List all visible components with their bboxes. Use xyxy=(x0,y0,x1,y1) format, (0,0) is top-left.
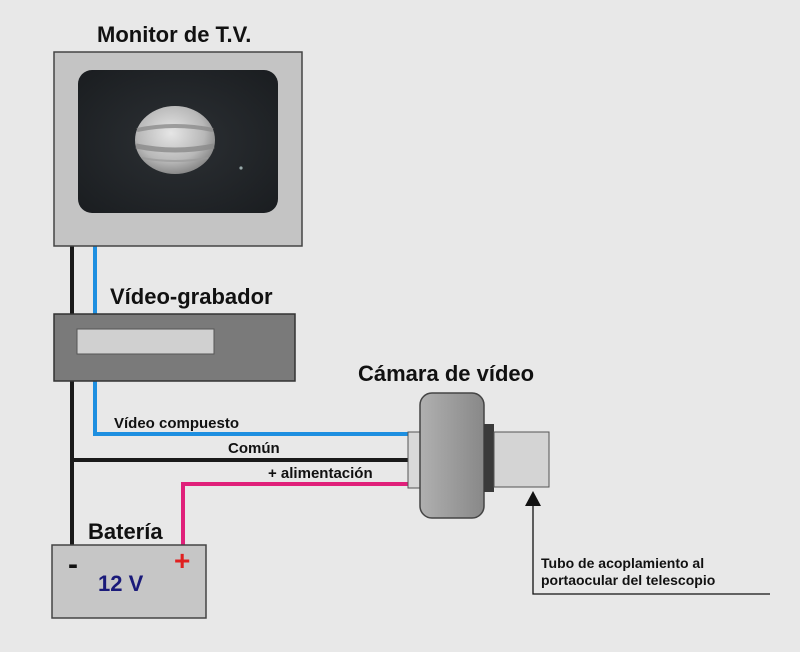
jupiter-image xyxy=(135,106,243,174)
battery-label: Batería xyxy=(88,519,163,544)
battery-voltage: 12 V xyxy=(98,571,144,596)
wires xyxy=(70,246,408,545)
arrow-up-icon xyxy=(525,491,541,506)
battery-plus-sign: + xyxy=(174,545,190,576)
coupling-tube xyxy=(493,431,550,488)
battery-minus-sign: - xyxy=(68,548,78,581)
monitor-label: Monitor de T.V. xyxy=(97,22,251,47)
tv-monitor xyxy=(53,51,303,247)
recorder-label: Vídeo-grabador xyxy=(110,284,273,309)
common-wire xyxy=(70,246,408,545)
common-cable-label: Común xyxy=(228,440,280,457)
recorder-tape-slot xyxy=(76,328,215,355)
tube-pointer xyxy=(525,491,770,595)
video-recorder xyxy=(53,313,296,382)
camera-label: Cámara de vídeo xyxy=(358,361,534,386)
power-wire xyxy=(181,482,408,545)
video-camera xyxy=(407,392,550,519)
power-cable-label: + alimentación xyxy=(268,465,373,482)
video-cable-label: Vídeo compuesto xyxy=(114,415,239,432)
battery: - + 12 V xyxy=(51,544,207,619)
tube-note-line1: Tubo de acoplamiento al xyxy=(541,555,704,571)
video-wire xyxy=(93,246,408,436)
tube-note-line2: portaocular del telescopio xyxy=(541,572,715,588)
